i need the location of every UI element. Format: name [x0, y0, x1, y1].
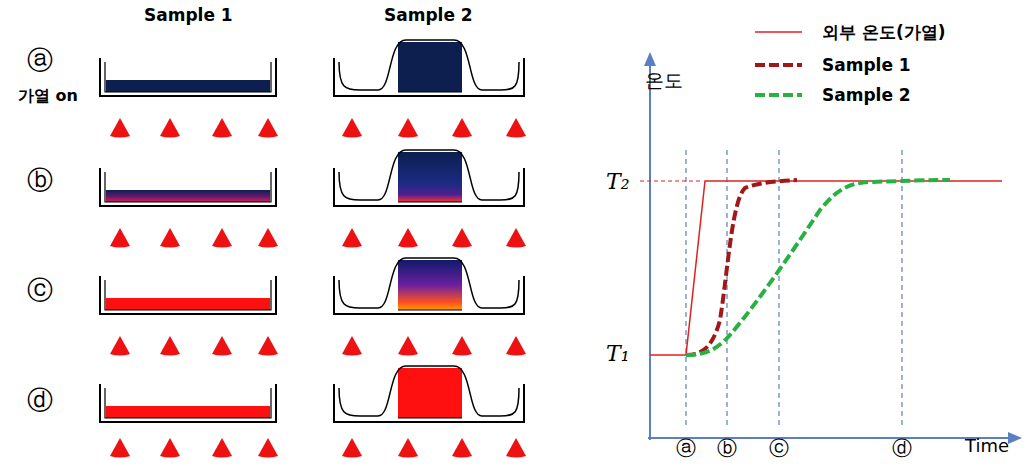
- legend-text: 외부 온도(가열): [822, 23, 945, 42]
- step-label: ⓒ: [27, 276, 53, 305]
- heating-note: 가열 on: [18, 87, 78, 105]
- sample-heading: Sample 1: [144, 6, 233, 25]
- legend-lines: [755, 32, 802, 95]
- time-marker: ⓓ: [892, 437, 912, 459]
- time-marker: ⓒ: [769, 437, 789, 459]
- time-marker: ⓐ: [676, 437, 696, 459]
- sample-heading: Sample 2: [384, 6, 473, 25]
- temperature-chart: [640, 52, 1022, 444]
- step-label: ⓑ: [27, 166, 53, 195]
- time-marker: ⓑ: [717, 437, 737, 459]
- heater-marks: [110, 118, 526, 458]
- legend-text: Sample 2: [822, 86, 911, 105]
- step-label: ⓓ: [27, 386, 53, 415]
- step-label: ⓐ: [27, 46, 53, 75]
- axis-tick: T₁: [606, 342, 630, 366]
- sample-dishes: [100, 40, 524, 422]
- axis-title: 온도: [645, 70, 683, 91]
- legend-text: Sample 1: [822, 56, 911, 75]
- axis-title: Time: [965, 436, 1009, 456]
- axis-tick: T₂: [606, 170, 630, 194]
